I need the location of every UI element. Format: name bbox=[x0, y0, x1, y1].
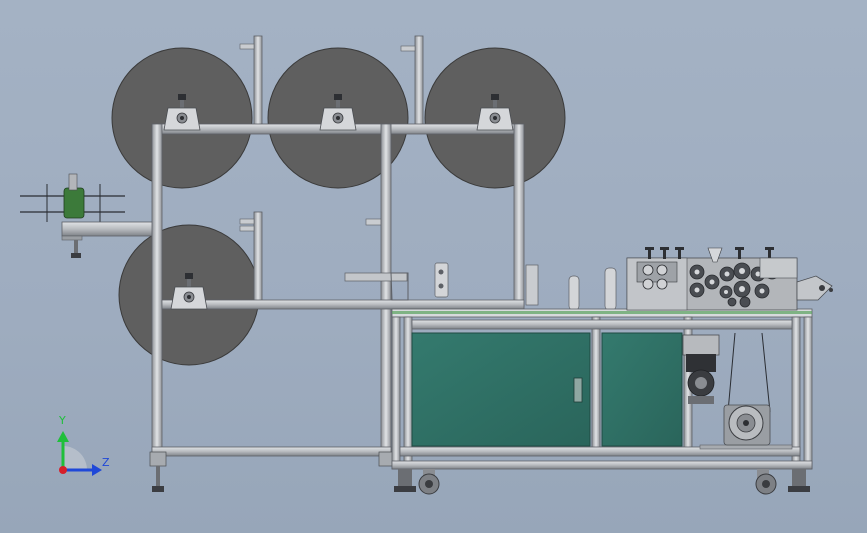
coordinate-triad bbox=[57, 431, 102, 476]
door-handle[interactable] bbox=[573, 377, 583, 403]
cabinet-doors bbox=[411, 332, 683, 447]
z-axis-label: Z bbox=[102, 456, 110, 469]
roller-forming-station bbox=[626, 247, 833, 311]
y-axis-label: Y bbox=[59, 414, 66, 427]
ultrasonic-welding-unit bbox=[682, 334, 720, 404]
web-guide-rollers bbox=[344, 262, 617, 311]
triad-origin-icon bbox=[59, 466, 67, 474]
cabinet-door-right[interactable] bbox=[601, 332, 683, 447]
drive-motor-assembly bbox=[723, 332, 771, 446]
roll-hub-brackets bbox=[163, 94, 514, 310]
ear-loop-spool-feeder bbox=[20, 173, 156, 258]
cabinet-door-left[interactable] bbox=[411, 332, 591, 447]
cabinet-casters bbox=[394, 469, 810, 495]
